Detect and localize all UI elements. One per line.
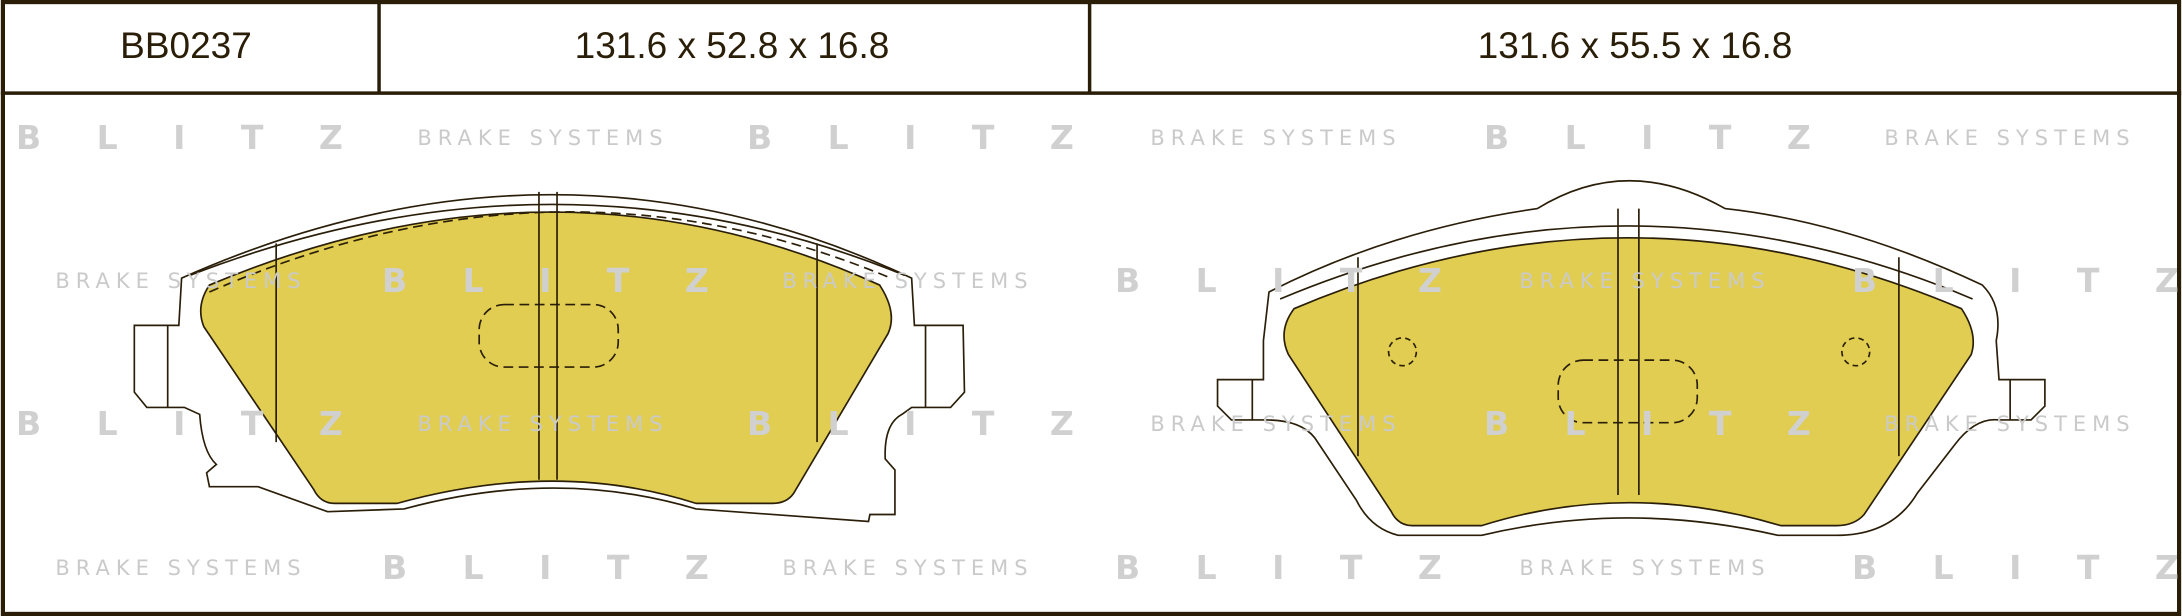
pin-hole	[1387, 337, 1418, 367]
watermark-brand: B L I T Z	[1115, 548, 1464, 587]
watermark-tagline: BRAKE SYSTEMS	[1519, 556, 1771, 580]
brake-pad-right	[1216, 180, 2046, 537]
watermark-brand: B L I T Z	[382, 261, 731, 300]
friction-material	[199, 211, 893, 505]
brake-pad-left	[133, 191, 966, 523]
sensor-slot	[478, 303, 620, 368]
backing-plate	[1216, 180, 2046, 537]
watermark-tagline: BRAKE SYSTEMS	[1884, 126, 2136, 150]
watermark-brand: B L I T Z	[1852, 548, 2182, 587]
watermark-brand: B L I T Z	[747, 118, 1096, 157]
sensor-slot	[1557, 359, 1699, 424]
watermark-tagline: BRAKE SYSTEMS	[1519, 269, 1771, 293]
watermark-brand: B L I T Z	[16, 118, 365, 157]
dimensions-right: 131.6 x 55.5 x 16.8	[1477, 25, 1793, 66]
watermark-brand: B L I T Z	[747, 404, 1096, 443]
watermark-brand: B L I T Z	[1484, 118, 1833, 157]
friction-material	[1283, 237, 1975, 527]
watermark-tagline: BRAKE SYSTEMS	[782, 269, 1034, 293]
pin-hole	[1841, 337, 1871, 367]
watermark-tagline: BRAKE SYSTEMS	[417, 126, 669, 150]
watermark-tagline: BRAKE SYSTEMS	[1150, 126, 1402, 150]
backing-plate	[133, 193, 966, 523]
watermark-tagline: BRAKE SYSTEMS	[417, 412, 669, 436]
watermark-brand: B L I T Z	[1484, 404, 1833, 443]
watermark-tagline: BRAKE SYSTEMS	[55, 556, 307, 580]
watermark-brand: B L I T Z	[382, 548, 731, 587]
watermark-tagline: BRAKE SYSTEMS	[1150, 412, 1402, 436]
watermark-tagline: BRAKE SYSTEMS	[782, 556, 1034, 580]
part-number: BB0237	[120, 25, 252, 66]
dimensions-left: 131.6 x 52.8 x 16.8	[574, 25, 890, 66]
watermark-brand: B L I T Z	[1115, 261, 1464, 300]
watermark-tagline: BRAKE SYSTEMS	[55, 269, 307, 293]
watermark-brand: B L I T Z	[1852, 261, 2182, 300]
watermark-tagline: BRAKE SYSTEMS	[1884, 412, 2136, 436]
watermark-brand: B L I T Z	[16, 404, 365, 443]
